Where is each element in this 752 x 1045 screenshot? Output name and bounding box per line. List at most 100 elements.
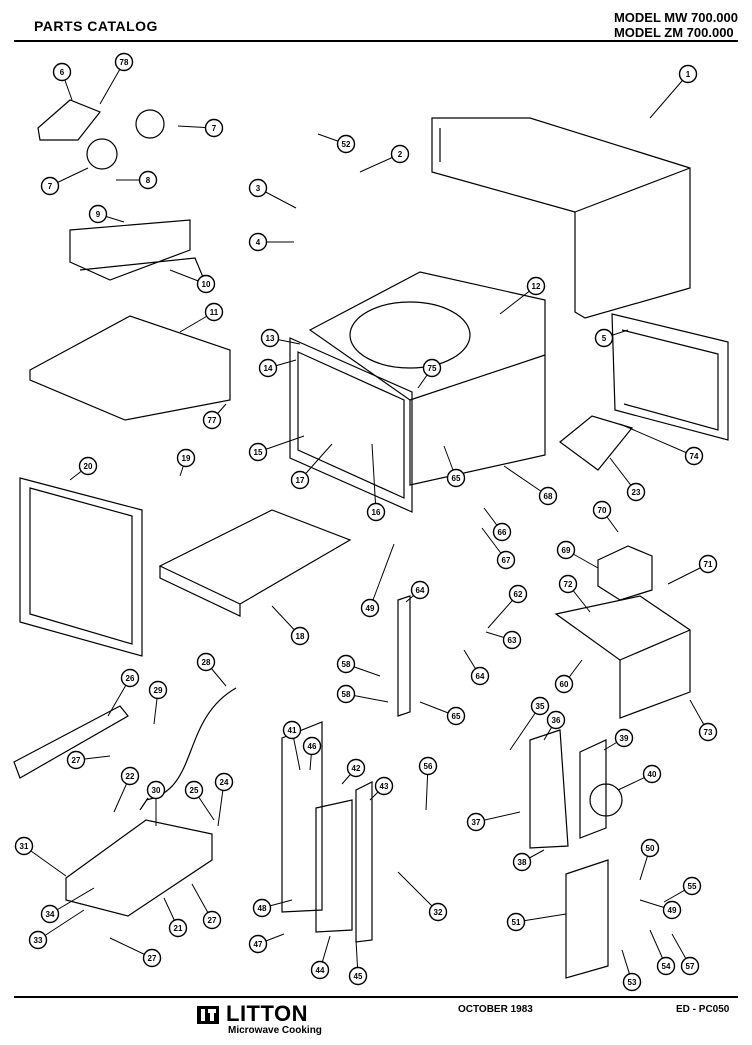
- callout-number: 18: [296, 632, 305, 641]
- callout-40: 64: [463, 649, 490, 686]
- callout-number: 72: [564, 580, 573, 589]
- callout-number: 3: [256, 184, 261, 193]
- callout-67: 33: [28, 909, 85, 950]
- callout-52: 35: [509, 696, 550, 751]
- callout-54: 39: [603, 728, 634, 751]
- callout-number: 25: [190, 786, 199, 795]
- door-assembly-drawing: [19, 477, 143, 657]
- fan-housing-drawing: [529, 729, 569, 849]
- callout-21: 17: [290, 443, 333, 490]
- callout-bubble: [698, 554, 718, 574]
- callout-number: 52: [342, 140, 351, 149]
- callout-bubble: [556, 540, 576, 560]
- part-outlines: [13, 99, 729, 979]
- callout-number: 50: [646, 844, 655, 853]
- callout-bubble: [446, 706, 466, 726]
- callout-56: 43: [369, 776, 394, 801]
- callout-bubble: [196, 652, 216, 672]
- callout-number: 15: [254, 448, 263, 457]
- callout-bubble: [142, 948, 162, 968]
- callout-bubble: [120, 766, 140, 786]
- callout-43: 73: [689, 699, 718, 742]
- callout-bubble: [252, 898, 272, 918]
- callout-bubble: [248, 442, 268, 462]
- callout-bubble: [682, 876, 702, 896]
- callout-8: 3: [248, 178, 297, 209]
- callout-13: 11: [179, 302, 224, 333]
- callout-bubble: [40, 904, 60, 924]
- callout-bubble: [290, 626, 310, 646]
- callout-bubble: [626, 482, 646, 502]
- callout-bubble: [310, 960, 330, 980]
- callout-number: 27: [148, 954, 157, 963]
- callout-leader-line: [369, 543, 395, 609]
- callout-70: 32: [397, 871, 448, 922]
- callout-45: 26: [107, 668, 140, 717]
- callout-bubble: [698, 722, 718, 742]
- callout-23: 65: [443, 445, 466, 488]
- callout-number: 65: [452, 712, 461, 721]
- callout-57: 22: [113, 766, 140, 813]
- callout-bubble: [680, 956, 700, 976]
- callout-bubble: [678, 64, 698, 84]
- callout-bubble: [422, 358, 442, 378]
- callout-17: 75: [417, 358, 442, 389]
- callout-37: 64: [405, 580, 430, 603]
- callout-59: 25: [184, 780, 215, 821]
- callout-leader-line: [649, 73, 689, 119]
- callout-bubble: [148, 680, 168, 700]
- model-numbers: MODEL MW 700.000 MODEL ZM 700.000: [614, 10, 738, 40]
- callout-49: 27: [66, 750, 111, 770]
- callout-78: 45: [348, 939, 368, 986]
- callout-24: 68: [503, 465, 558, 506]
- callout-bubble: [470, 666, 490, 686]
- callout-number: 10: [202, 280, 211, 289]
- callout-bubble: [346, 758, 366, 778]
- callout-bubble: [168, 918, 188, 938]
- callout-44: 58: [336, 684, 389, 704]
- callout-number: 29: [154, 686, 163, 695]
- callout-number: 58: [342, 660, 351, 669]
- hinge-bar-drawing: [13, 705, 129, 779]
- callout-number: 26: [126, 674, 135, 683]
- callout-32: 49: [360, 543, 395, 618]
- callout-number: 60: [560, 680, 569, 689]
- callout-number: 73: [704, 728, 713, 737]
- callout-number: 44: [316, 966, 325, 975]
- callout-22: 16: [366, 443, 386, 522]
- vent-grille-drawing: [559, 415, 634, 471]
- callout-61: 56: [418, 756, 438, 811]
- callout-number: 70: [598, 506, 607, 515]
- callout-20: 15: [248, 435, 305, 462]
- callout-35: 71: [667, 554, 718, 585]
- callout-6: 52: [317, 133, 356, 154]
- callout-65: 38: [512, 849, 545, 872]
- callout-bubble: [336, 654, 356, 674]
- callout-bubble: [184, 780, 204, 800]
- callout-12: 10: [169, 269, 216, 294]
- callout-number: 49: [668, 906, 677, 915]
- callout-number: 1: [686, 70, 691, 79]
- stirrer-mount-drawing: [69, 219, 206, 283]
- callout-number: 45: [354, 972, 363, 981]
- callout-9: 4: [248, 232, 294, 252]
- callout-number: 47: [254, 940, 263, 949]
- callout-bubble: [176, 448, 196, 468]
- callout-number: 38: [518, 858, 527, 867]
- callout-number: 28: [202, 658, 211, 667]
- catalog-date: OCTOBER 1983: [458, 1004, 533, 1015]
- callout-16: 12: [499, 276, 546, 315]
- callout-number: 58: [342, 690, 351, 699]
- base-panel-drawing: [554, 595, 691, 719]
- callout-number: 34: [46, 910, 55, 919]
- fan-bracket-drawing: [37, 99, 101, 141]
- callout-number: 75: [428, 364, 437, 373]
- callout-number: 48: [258, 904, 267, 913]
- callout-41: 58: [336, 654, 381, 677]
- circuit-board-drawing: [65, 819, 213, 917]
- callout-number: 32: [434, 908, 443, 917]
- callout-number: 21: [174, 924, 183, 933]
- callout-77: 44: [310, 935, 331, 980]
- callout-19: 77: [202, 403, 227, 430]
